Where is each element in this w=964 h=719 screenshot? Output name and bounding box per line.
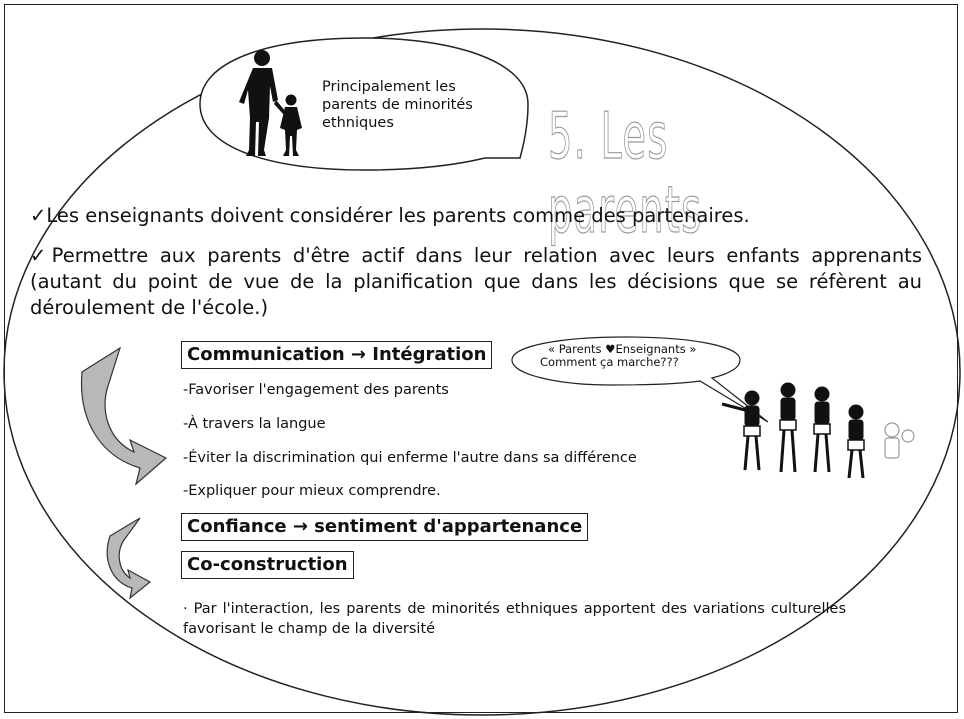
list-item: -À travers la langue — [183, 416, 326, 432]
curved-arrow-1-icon — [80, 346, 168, 486]
section-communication-heading: Communication → Intégration — [181, 341, 493, 369]
coconstruction-paragraph: · Par l'interaction, les parents de mino… — [183, 601, 846, 637]
speech-bubble-shape — [199, 37, 529, 171]
section-confiance-heading: Confiance → sentiment d'appartenance — [181, 513, 589, 541]
bullet-active-parents: ✓Permettre aux parents d'être actif dans… — [30, 244, 922, 319]
section-coconstruction-heading: Co-construction — [181, 551, 354, 579]
curved-arrow-2-icon — [106, 517, 152, 600]
list-item: -Éviter la discrimination qui enferme l'… — [183, 450, 637, 466]
list-item: -Expliquer pour mieux comprendre. — [183, 483, 441, 499]
speech-bubble2-line1: « Parents ♥Enseignants » — [548, 342, 697, 356]
speech-bubble2-shape — [511, 336, 769, 423]
speech-bubble-text: Principalement les parents de minorités … — [322, 79, 473, 131]
speech-bubble2-text: « Parents ♥Enseignants » Comment ça marc… — [526, 343, 696, 369]
pointing-people-icon — [721, 382, 915, 479]
bullet-partners: ✓Les enseignants doivent considérer les … — [30, 204, 750, 227]
slide-title-watermark: 5. Les parents — [548, 99, 703, 248]
list-item: -Favoriser l'engagement des parents — [183, 382, 449, 398]
large-ellipse — [3, 28, 961, 716]
parent-child-silhouette-icon — [239, 50, 302, 156]
speech-bubble2-line2: Comment ça marche??? — [540, 355, 679, 369]
